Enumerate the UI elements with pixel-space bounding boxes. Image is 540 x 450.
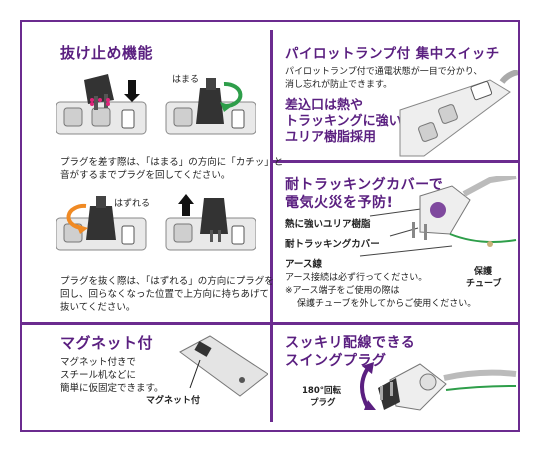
hamaru-label: はまる	[172, 75, 200, 85]
pilot-desc-line2: 消し忘れが防止できます。	[285, 80, 393, 90]
pilot-desc-line1: パイロットランプ付で通電状態が一目で分かり、	[285, 67, 483, 77]
label-tube-line1: 保護	[474, 267, 493, 277]
tracking-plug-illustration	[359, 176, 517, 257]
magnet-strip-illustration	[179, 335, 268, 397]
swing-plug-illustration	[360, 362, 517, 411]
magnet-desc-line2: スチール机などに	[60, 370, 137, 381]
pilot-title: パイロットランプ付 集中スイッチ	[285, 46, 500, 62]
plug-insert-illustration	[56, 74, 256, 135]
tracking-note-line1: アース接続は必ず行ってください。	[285, 273, 428, 283]
tracking-title-line2: 電気火災を予防!	[285, 195, 394, 211]
divider-left	[22, 322, 270, 325]
nukedome-desc1-line1: プラグを差す際は、「はまる」の方向に「カチッ」と	[60, 157, 284, 168]
nukedome-desc2-line3: 抜いてください。	[60, 302, 136, 313]
vertical-divider	[270, 30, 273, 422]
magnet-desc-line1: マグネット付きで	[60, 357, 137, 368]
label-cover: 耐トラッキングカバー	[285, 239, 380, 250]
rotate-label-line2: プラグ	[310, 398, 336, 408]
magnet-desc-line3: 簡単に仮固定できます。	[60, 383, 164, 394]
rotate-label-line1: 180°回転	[302, 386, 341, 396]
magnet-label: マグネット付	[146, 396, 201, 406]
label-urea: 熱に強いユリア樹脂	[285, 219, 371, 230]
pilot-sub-line3: ユリア樹脂採用	[285, 130, 377, 145]
tracking-note-line3: 保護チューブを外してからご使用ください。	[297, 299, 477, 309]
plug-remove-illustration	[56, 194, 256, 251]
tracking-note-line2: ※アース端子をご使用の際は	[285, 286, 400, 296]
divider-right-bottom	[273, 322, 518, 325]
nukedome-desc2-line1: プラグを抜く際は、「はずれる」の方向にプラグを	[60, 276, 274, 287]
nukedome-desc2-line2: 回し、回らなくなった位置で上方向に持ちあげて	[60, 289, 270, 300]
nukedome-title: 抜け止め機能	[60, 44, 154, 62]
hazureru-label: はずれる	[114, 199, 151, 209]
label-earth: アース線	[285, 259, 322, 270]
label-tube-line2: チューブ	[466, 279, 502, 289]
nukedome-desc1-line2: 音がするまでプラグを回してください。	[60, 170, 231, 181]
magnet-title: マグネット付	[60, 334, 154, 352]
pilot-sub-line2: トラッキングに強い	[285, 114, 402, 129]
tracking-title-line1: 耐トラッキングカバーで	[285, 177, 444, 193]
pilot-strip-illustration	[399, 70, 518, 157]
swing-title-line2: スイングプラグ	[285, 353, 387, 369]
swing-title-line1: スッキリ配線できる	[285, 335, 416, 351]
divider-right-top	[273, 160, 518, 163]
pilot-sub-line1: 差込口は熱や	[285, 98, 364, 113]
